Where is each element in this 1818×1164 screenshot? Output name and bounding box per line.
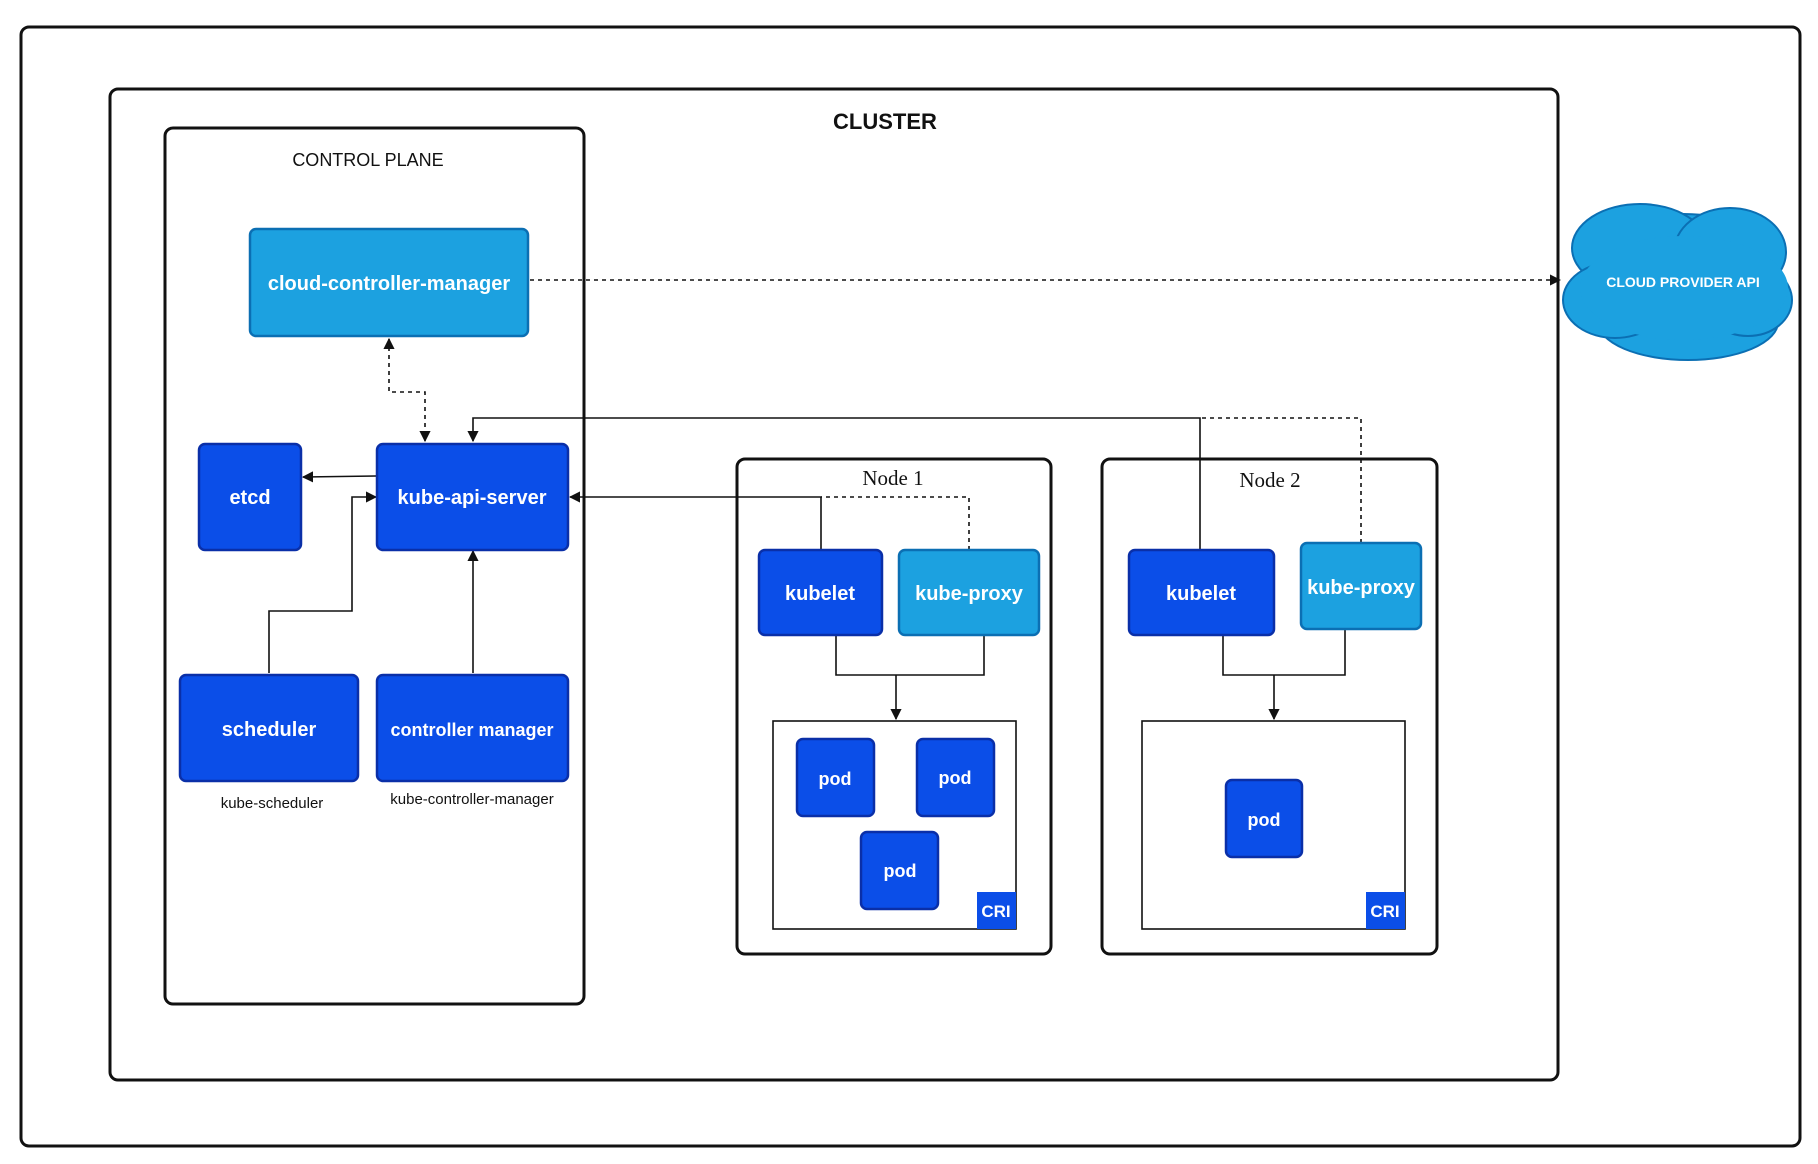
- node2-pod-1-label: pod: [1248, 810, 1281, 830]
- node2-frame: [1100, 457, 1439, 956]
- kube-api-server-label: kube-api-server: [398, 487, 547, 509]
- node2-kubelet-label: kubelet: [1166, 583, 1236, 605]
- node1-pod-2-label: pod: [939, 768, 972, 788]
- controller-manager-box[interactable]: [375, 673, 570, 783]
- control-plane-title: CONTROL PLANE: [292, 150, 443, 170]
- node2-cri-label: CRI: [1370, 902, 1399, 921]
- node2-cri-badge: [1366, 892, 1405, 929]
- node2-pod-1[interactable]: [1224, 778, 1304, 859]
- scheduler-box[interactable]: [178, 673, 360, 783]
- node2-kube-proxy-box[interactable]: [1299, 541, 1423, 631]
- node2-title: Node 2: [1239, 468, 1300, 492]
- scheduler-to-apiserver-connector: [268, 491, 378, 673]
- kube-api-server-box[interactable]: [375, 442, 570, 552]
- node1-cri-label: CRI: [981, 902, 1010, 921]
- ccm-apiserver-connector: [383, 337, 431, 443]
- cloud-controller-manager-label: cloud-controller-manager: [268, 273, 510, 295]
- scheduler-label: scheduler: [222, 719, 317, 741]
- node1-kube-proxy-box[interactable]: [897, 548, 1041, 637]
- node1-kubelet-box[interactable]: [757, 548, 884, 637]
- node1-kubelet-label: kubelet: [785, 583, 855, 605]
- node1-pod-3-label: pod: [884, 861, 917, 881]
- node1-cri-badge: [977, 892, 1016, 929]
- node1-proxy-to-apiserver-connector: [821, 496, 970, 550]
- cluster-frame: [108, 87, 1560, 1082]
- etcd-label: etcd: [229, 487, 270, 509]
- node1-pod-1[interactable]: [795, 737, 876, 818]
- node1-merge-connector: [835, 635, 985, 676]
- node1-title: Node 1: [862, 466, 923, 490]
- node1-kubelet-to-apiserver-connector: [568, 491, 822, 550]
- node2-kubelet-to-apiserver-connector: [467, 417, 1201, 550]
- etcd-box[interactable]: [197, 442, 303, 552]
- cluster-title: CLUSTER: [833, 109, 937, 134]
- node2-merge-connector: [1222, 629, 1346, 676]
- apiserver-to-etcd-connector: [301, 471, 377, 483]
- cloud-controller-manager-box[interactable]: [248, 227, 530, 338]
- node1-pod-2[interactable]: [915, 737, 996, 818]
- control-plane-frame: [163, 126, 586, 1006]
- node1-pod-1-label: pod: [819, 769, 852, 789]
- node2-kube-proxy-label: kube-proxy: [1307, 577, 1416, 599]
- controller-manager-label: controller manager: [390, 720, 553, 740]
- node2-kubelet-box[interactable]: [1127, 548, 1276, 637]
- controller-manager-caption: kube-controller-manager: [390, 791, 553, 808]
- scheduler-caption: kube-scheduler: [221, 795, 324, 812]
- node1-pod-3[interactable]: [859, 830, 940, 911]
- cloud-provider-icon: [1562, 203, 1793, 361]
- cloud-provider-label: CLOUD PROVIDER API: [1606, 274, 1760, 290]
- node1-frame: [735, 457, 1053, 956]
- outer-frame: [19, 25, 1802, 1148]
- node1-kube-proxy-label: kube-proxy: [915, 583, 1024, 605]
- node2-proxy-to-apiserver-connector: [1200, 417, 1362, 543]
